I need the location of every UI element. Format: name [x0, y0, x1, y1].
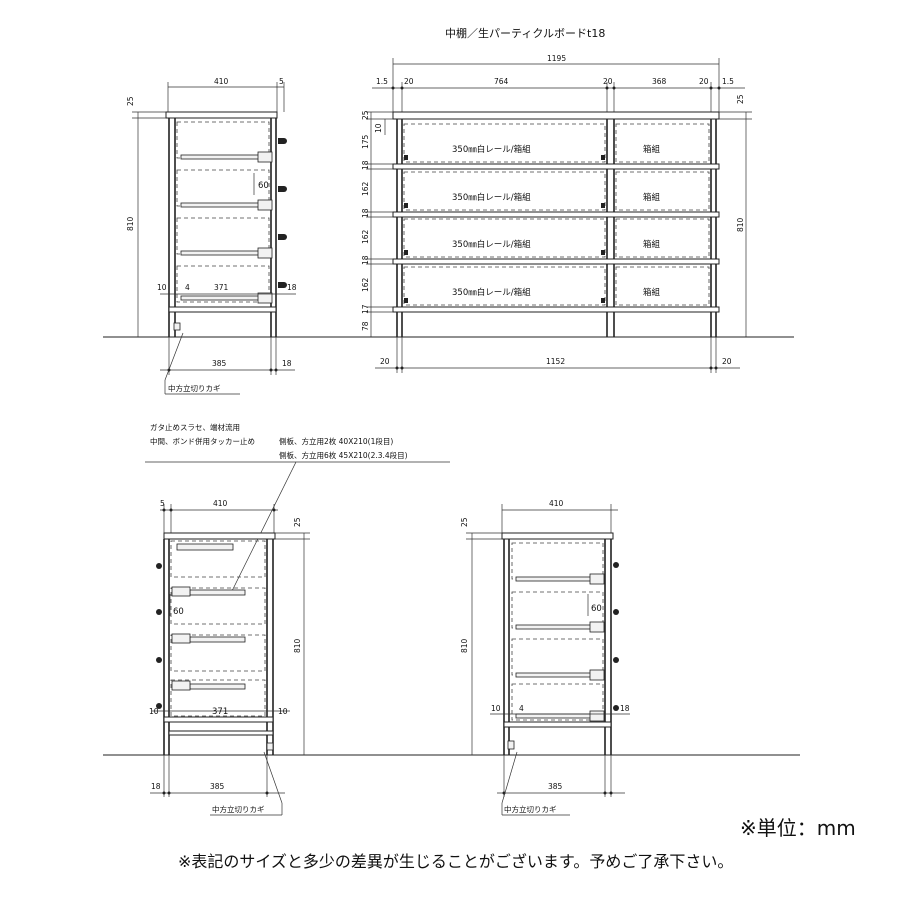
front-dim-5: 368 — [652, 77, 667, 86]
side1-width: 410 — [214, 77, 229, 86]
side-view-right: 410 60 10 4 18 25 810 — [460, 499, 630, 816]
front-dim-2: 20 — [404, 77, 414, 86]
side3-drawer-gap: 60 — [591, 604, 602, 614]
side3-callout: 中方立切りカギ — [504, 804, 557, 814]
side3-inner-18: 18 — [620, 704, 630, 713]
rail-label-1: 350㎜白レール/箱組 — [452, 144, 531, 155]
box-label-4: 箱組 — [643, 287, 661, 298]
front-bottom-20b: 20 — [722, 357, 732, 366]
side1-drawer-gap: 60 — [258, 181, 269, 191]
side1-gap: 5 — [279, 77, 284, 86]
front-overall-width: 1195 — [547, 54, 566, 63]
side3-width: 410 — [549, 499, 564, 508]
side3-inner-4: 4 — [519, 704, 524, 713]
side3-top: 25 — [460, 517, 469, 527]
front-left-18a: 18 — [361, 160, 370, 170]
side1-inner-10: 10 — [157, 283, 167, 292]
side1-top: 25 — [126, 96, 135, 106]
side1-height: 810 — [126, 216, 135, 231]
side1-inner-4: 4 — [185, 283, 190, 292]
note-line-2: 中間、ボンド併用タッカー止め — [150, 436, 255, 446]
side3-inner-10: 10 — [491, 704, 501, 713]
front-dim-1: 1.5 — [376, 77, 388, 86]
side2-bottom-18: 18 — [151, 782, 161, 791]
drawing-title: 中棚／生パーティクルボードt18 — [445, 26, 605, 40]
side2-width: 410 — [213, 499, 228, 508]
rail-label-2: 350㎜白レール/箱組 — [452, 192, 531, 203]
side1-bottom-385: 385 — [212, 359, 227, 368]
side1-inner-18: 18 — [287, 283, 297, 292]
front-top-25: 25 — [361, 110, 370, 120]
front-left-78: 78 — [361, 321, 370, 331]
side2-bottom-385: 385 — [210, 782, 225, 791]
front-right-810: 810 — [736, 217, 745, 232]
side2-drawer-gap: 60 — [173, 607, 184, 617]
side2-callout: 中方立切りカギ — [212, 804, 265, 814]
box-label-3: 箱組 — [643, 239, 661, 250]
side1-callout: 中方立切りカギ — [168, 383, 221, 393]
assembly-notes: ガタ止めスラセ、端材流用 中間、ボンド併用タッカー止め 側板、方立用2枚 40X… — [145, 422, 450, 596]
front-left-162a: 162 — [361, 181, 370, 196]
side2-height: 810 — [293, 638, 302, 653]
front-dim-7: 1.5 — [722, 77, 734, 86]
front-right-25: 25 — [736, 94, 745, 104]
side2-inner-10a: 10 — [149, 707, 159, 716]
front-left-17: 17 — [361, 304, 370, 314]
side2-top: 25 — [293, 517, 302, 527]
side3-height: 810 — [460, 638, 469, 653]
front-left-18c: 18 — [361, 255, 370, 265]
side-view-top: 410 5 60 10 4 371 18 — [126, 77, 297, 395]
box-label-2: 箱組 — [643, 192, 661, 203]
front-left-18b: 18 — [361, 208, 370, 218]
rail-label-3: 350㎜白レール/箱組 — [452, 239, 531, 250]
front-dim-4: 20 — [603, 77, 613, 86]
front-dim-6: 20 — [699, 77, 709, 86]
front-left-162b: 162 — [361, 229, 370, 244]
front-view: 1195 1.5 20 764 20 368 20 1.5 — [361, 54, 752, 373]
front-bottom-1152: 1152 — [546, 357, 565, 366]
note-line-3: 側板、方立用2枚 40X210(1段目) — [279, 436, 393, 446]
disclaimer-note: ※表記のサイズと多少の差異が生じることがございます。予めご了承下さい。 — [178, 852, 734, 871]
box-label-1: 箱組 — [643, 144, 661, 155]
front-left-10: 10 — [374, 123, 383, 133]
side2-gap: 5 — [160, 499, 165, 508]
side3-bottom-385: 385 — [548, 782, 563, 791]
rail-label-4: 350㎜白レール/箱組 — [452, 287, 531, 298]
note-line-4: 側板、方立用6枚 45X210(2.3.4段目) — [279, 450, 408, 460]
front-dim-3: 764 — [494, 77, 509, 86]
front-left-162c: 162 — [361, 277, 370, 292]
side1-bottom-18: 18 — [282, 359, 292, 368]
side2-inner-10b: 10 — [278, 707, 288, 716]
unit-note: ※単位：mm — [740, 816, 856, 840]
side2-inner-371: 371 — [212, 707, 228, 717]
note-line-1: ガタ止めスラセ、端材流用 — [150, 422, 240, 432]
side1-inner-371: 371 — [214, 283, 229, 292]
front-bottom-20a: 20 — [380, 357, 390, 366]
side-view-left: 5 410 60 10 371 10 25 810 — [149, 499, 310, 816]
front-left-175: 175 — [361, 134, 370, 149]
